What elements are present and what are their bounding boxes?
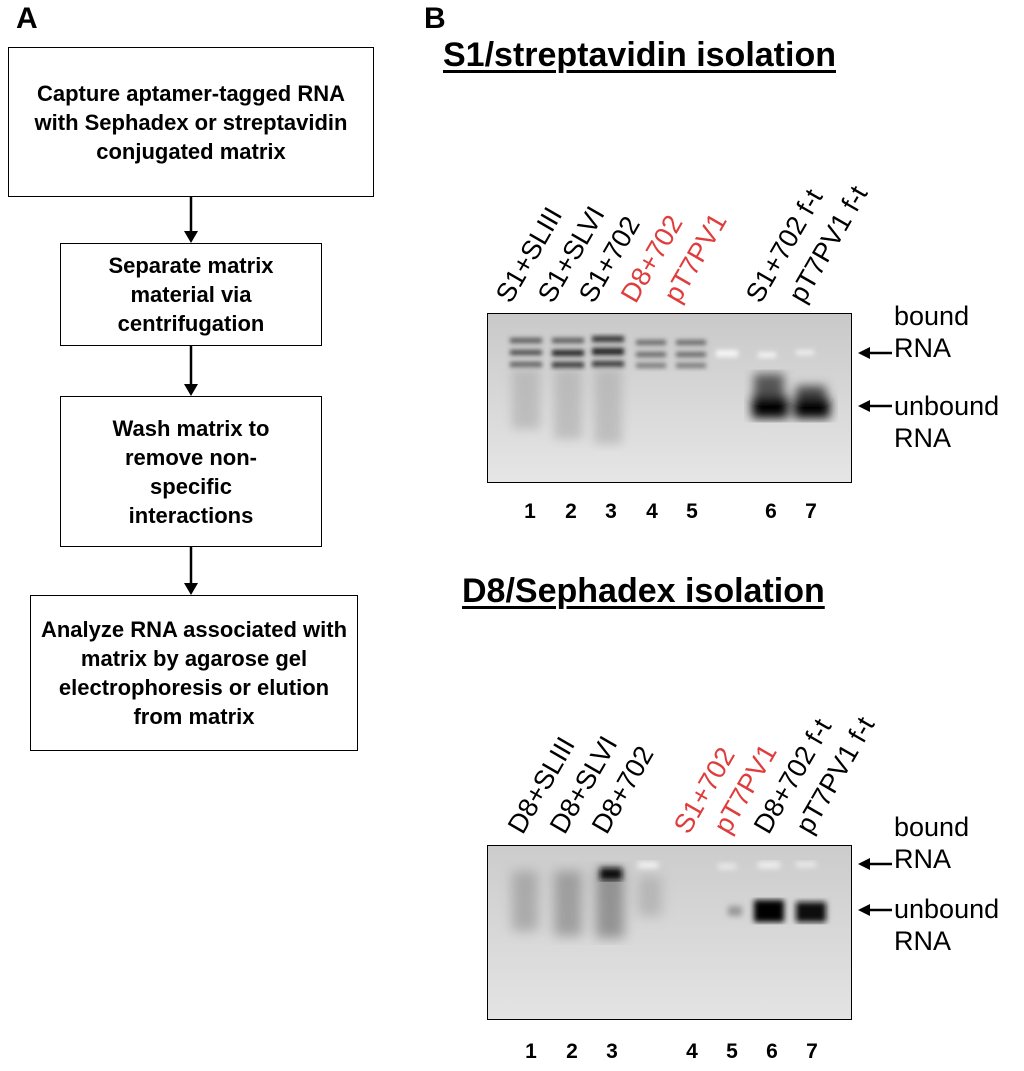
gel2-lane-number-2: 2 <box>566 1040 578 1063</box>
gel2-unbound-word: unbound <box>894 894 1000 924</box>
gel1-unbound-label: unbound RNA <box>894 390 999 454</box>
gel1-unbound-word: unbound <box>894 391 1000 421</box>
gel1-title: S1/streptavidin isolation <box>443 36 836 74</box>
gel1-bound-rna: RNA <box>894 333 952 363</box>
gel2-bound-rna: RNA <box>894 844 952 874</box>
flow-step-analyze-text: Analyze RNA associated with matrix by ag… <box>40 617 348 729</box>
gel2-bound-arrow <box>858 858 892 870</box>
gel2-title: D8/Sephadex isolation <box>462 572 825 610</box>
flow-step-separate-text: Separate matrix material via centrifugat… <box>108 253 274 336</box>
flow-arrow-1 <box>184 197 198 243</box>
flow-step-separate: Separate matrix material via centrifugat… <box>60 243 322 346</box>
gel1-lane-number-1: 1 <box>524 500 536 523</box>
gel2-image <box>487 845 852 1020</box>
flow-step-capture: Capture aptamer-tagged RNA with Sephadex… <box>8 47 374 197</box>
gel2-bound-word: bound <box>894 812 970 842</box>
gel1-bound-label: bound RNA <box>894 300 969 364</box>
gel2-lane-number-5: 5 <box>726 1040 738 1063</box>
flow-arrow-3 <box>184 547 198 595</box>
gel2-unbound-label: unbound RNA <box>894 893 999 957</box>
gel1-lane-number-5: 5 <box>686 500 698 523</box>
flow-step-wash: Wash matrix to remove non-specific inter… <box>60 396 322 547</box>
panel-b-letter: B <box>424 2 446 35</box>
gel1-lane-number-7: 7 <box>805 500 817 523</box>
gel2-lane-number-1: 1 <box>525 1040 537 1063</box>
gel1-bound-arrow <box>858 347 892 359</box>
gel2-unbound-rna: RNA <box>894 926 952 956</box>
gel1-lane-number-2: 2 <box>565 500 577 523</box>
gel2-unbound-arrow <box>858 904 892 916</box>
gel1-image <box>487 313 852 483</box>
gel1-lane-number-4: 4 <box>646 500 658 523</box>
gel1-lane-number-6: 6 <box>765 500 777 523</box>
flow-step-capture-text: Capture aptamer-tagged RNA with Sephadex… <box>34 80 348 164</box>
flow-arrow-2 <box>184 346 198 396</box>
gel1-unbound-arrow <box>858 400 892 412</box>
gel1-bound-word: bound <box>894 301 970 331</box>
gel2-bound-label: bound RNA <box>894 811 969 875</box>
gel2-lane-number-6: 6 <box>766 1040 778 1063</box>
gel2-lane-number-3: 3 <box>606 1040 618 1063</box>
gel1-lane-number-3: 3 <box>605 500 617 523</box>
gel2-lane-number-4: 4 <box>686 1040 698 1063</box>
gel2-lane-number-7: 7 <box>806 1040 818 1063</box>
flow-step-analyze: Analyze RNA associated with matrix by ag… <box>30 595 358 751</box>
flow-step-wash-text: Wash matrix to remove non-specific inter… <box>112 415 270 528</box>
gel1-unbound-rna: RNA <box>894 423 952 453</box>
panel-a-letter: A <box>16 2 38 35</box>
